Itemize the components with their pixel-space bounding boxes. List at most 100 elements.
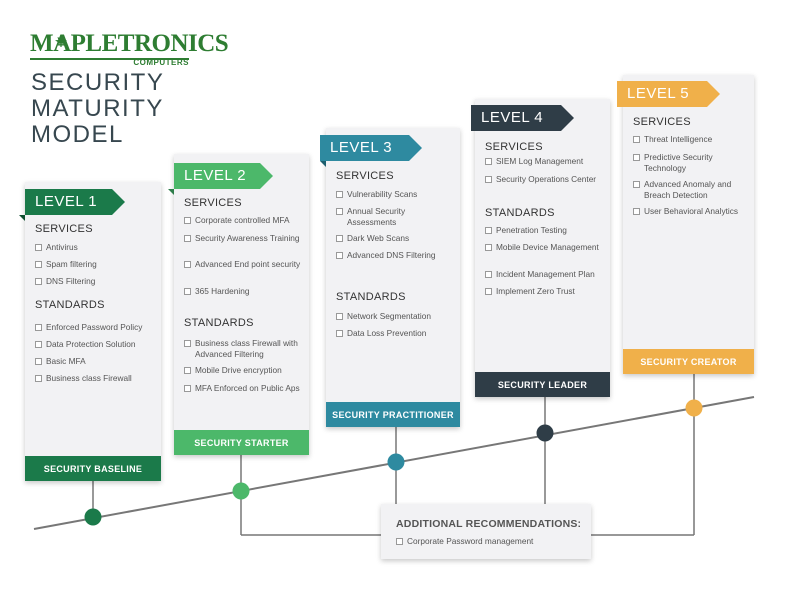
logo-underline: [30, 58, 189, 60]
checkbox-icon: [336, 330, 343, 337]
checkbox-icon: [485, 176, 492, 183]
checkbox-icon: [396, 538, 403, 545]
level-3-banner: LEVEL 3: [320, 135, 422, 161]
level-4-card: SERVICES SIEM Log Management Security Op…: [475, 99, 610, 397]
level-3-standards-heading: STANDARDS: [336, 291, 406, 303]
level-5-dot: [685, 399, 703, 417]
level-1-service: Spam filtering: [35, 259, 155, 270]
level-5-service: User Behavioral Analytics: [633, 206, 748, 217]
level-2-standards-heading: STANDARDS: [184, 317, 254, 329]
checkbox-icon: [184, 261, 191, 268]
level-3-service: Annual Security Assessments: [336, 206, 454, 227]
level-1-banner: LEVEL 1: [25, 189, 125, 215]
level-4-dot: [536, 424, 554, 442]
checkbox-icon: [336, 235, 343, 242]
maple-leaf-icon: [55, 35, 67, 47]
level-5-services-heading: SERVICES: [633, 116, 691, 128]
level-2-service: Advanced End point security: [184, 259, 303, 270]
level-1-dot: [84, 508, 102, 526]
level-3-card: SERVICES Vulnerability Scans Annual Secu…: [326, 128, 460, 427]
checkbox-icon: [485, 288, 492, 295]
checkbox-icon: [184, 288, 191, 295]
level-4-standard: Incident Management Plan: [485, 269, 604, 280]
checkbox-icon: [35, 358, 42, 365]
level-4-standard: Implement Zero Trust: [485, 286, 604, 297]
level-2-service: 365 Hardening: [184, 286, 303, 297]
level-2-footer: SECURITY STARTER: [174, 430, 309, 455]
level-4-service: Security Operations Center: [485, 174, 604, 185]
level-1-footer: SECURITY BASELINE: [25, 456, 161, 481]
level-5-footer: SECURITY CREATOR: [623, 349, 754, 374]
level-4-service: SIEM Log Management: [485, 156, 604, 167]
level-2-banner: LEVEL 2: [174, 163, 273, 189]
level-3-service: Vulnerability Scans: [336, 189, 454, 200]
level-4-standards-heading: STANDARDS: [485, 207, 555, 219]
logo-subtitle: COMPUTERS: [133, 58, 189, 67]
checkbox-icon: [35, 375, 42, 382]
checkbox-icon: [184, 235, 191, 242]
level-4-footer: SECURITY LEADER: [475, 372, 610, 397]
title-line-3: MODEL: [31, 121, 124, 148]
level-2-card: SERVICES Corporate controlled MFA Securi…: [174, 154, 309, 455]
level-3-banner-fold: [320, 161, 326, 167]
checkbox-icon: [35, 261, 42, 268]
checkbox-icon: [35, 341, 42, 348]
level-3-services-heading: SERVICES: [336, 170, 394, 182]
checkbox-icon: [633, 136, 640, 143]
level-2-standard: MFA Enforced on Public Aps: [184, 383, 303, 394]
level-2-dot: [232, 482, 250, 500]
level-4-services-heading: SERVICES: [485, 141, 543, 153]
checkbox-icon: [336, 208, 343, 215]
level-1-standard: Basic MFA: [35, 356, 155, 367]
level-1-standard: Enforced Password Policy: [35, 322, 155, 333]
level-1-card: SERVICES Antivirus Spam filtering DNS Fi…: [25, 182, 161, 481]
checkbox-icon: [336, 313, 343, 320]
checkbox-icon: [336, 191, 343, 198]
checkbox-icon: [485, 227, 492, 234]
level-2-standard: Business class Firewall with Advanced Fi…: [184, 338, 303, 359]
additional-recommendations-box: ADDITIONAL RECOMMENDATIONS: Corporate Pa…: [381, 504, 591, 559]
title-line-2: MATURITY: [31, 95, 164, 122]
level-2-standard: Mobile Drive encryption: [184, 365, 303, 376]
checkbox-icon: [485, 244, 492, 251]
checkbox-icon: [35, 324, 42, 331]
level-5-service: Threat Intelligence: [633, 134, 748, 145]
level-2-service: Security Awareness Training: [184, 233, 303, 244]
checkbox-icon: [184, 385, 191, 392]
company-logo: MAPLETRONICS COMPUTERS: [30, 30, 229, 70]
title-line-1: SECURITY: [31, 69, 165, 96]
level-3-dot: [387, 453, 405, 471]
checkbox-icon: [485, 158, 492, 165]
level-1-service: Antivirus: [35, 242, 155, 253]
level-3-standard: Network Segmentation: [336, 311, 454, 322]
level-4-banner: LEVEL 4: [471, 105, 574, 131]
checkbox-icon: [336, 252, 343, 259]
level-2-services-heading: SERVICES: [184, 197, 242, 209]
checkbox-icon: [633, 181, 640, 188]
level-3-standard: Data Loss Prevention: [336, 328, 454, 339]
checkbox-icon: [633, 154, 640, 161]
page-title: SECURITY MATURITY MODEL: [31, 70, 171, 148]
checkbox-icon: [184, 340, 191, 347]
level-1-services-heading: SERVICES: [35, 223, 93, 235]
level-1-banner-fold: [19, 215, 25, 221]
level-1-service: DNS Filtering: [35, 276, 155, 287]
level-3-footer: SECURITY PRACTITIONER: [326, 402, 460, 427]
checkbox-icon: [184, 367, 191, 374]
level-2-service: Corporate controlled MFA: [184, 215, 303, 226]
level-4-standard: Penetration Testing: [485, 225, 604, 236]
level-1-standard: Business class Firewall: [35, 373, 155, 384]
level-3-service: Dark Web Scans: [336, 233, 454, 244]
checkbox-icon: [184, 217, 191, 224]
checkbox-icon: [35, 244, 42, 251]
level-4-standard: Mobile Device Management: [485, 242, 604, 253]
level-5-banner: LEVEL 5: [617, 81, 720, 107]
checkbox-icon: [35, 278, 42, 285]
level-3-service: Advanced DNS Filtering: [336, 250, 454, 261]
level-1-standards-heading: STANDARDS: [35, 299, 105, 311]
level-5-service: Advanced Anomaly and Breach Detection: [633, 179, 748, 200]
level-1-standard: Data Protection Solution: [35, 339, 155, 350]
level-5-card: SERVICES Threat Intelligence Predictive …: [623, 75, 754, 374]
additional-recommendations-title: ADDITIONAL RECOMMENDATIONS:: [396, 518, 582, 530]
